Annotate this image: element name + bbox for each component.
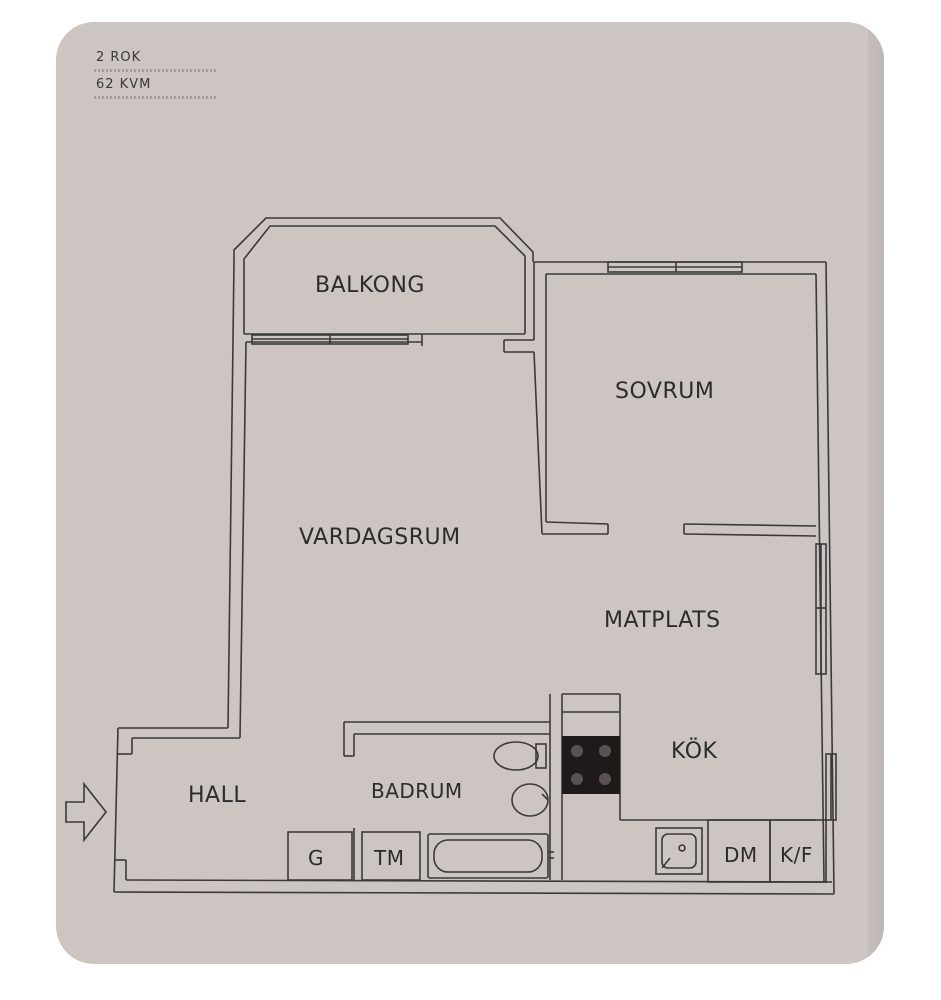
kitchen-appliances <box>655 819 827 883</box>
fixture-label-kf: K/F <box>780 843 813 867</box>
room-label-badrum: BADRUM <box>371 779 463 803</box>
room-label-hall: HALL <box>188 783 246 808</box>
room-label-matplats: MATPLATS <box>604 608 721 633</box>
fixture-label-dm: DM <box>724 843 758 867</box>
fixture-label-tm: TM <box>373 846 404 870</box>
bathroom-fixtures <box>427 741 554 879</box>
room-label-sovrum: SOVRUM <box>615 379 714 404</box>
balcony-outline <box>233 217 534 335</box>
underline-rule <box>94 96 218 99</box>
floor-plan-sheet: 2 ROK 62 KVM <box>56 22 884 964</box>
hall-closets <box>287 831 421 881</box>
room-label-balkong: BALKONG <box>315 273 425 298</box>
paper-edge <box>868 22 884 964</box>
entrance-arrow-icon <box>65 781 108 843</box>
area-label: 62 KVM <box>96 77 152 92</box>
floor-plan: BALKONG SOVRUM VARDAGSRUM MATPLATS KÖK H… <box>65 217 837 895</box>
room-label-kok: KÖK <box>671 738 718 764</box>
room-label-vardagsrum: VARDAGSRUM <box>299 525 461 550</box>
outer-walls <box>113 261 835 895</box>
underline-rule <box>94 69 218 72</box>
room-count-label: 2 ROK <box>96 50 142 65</box>
fixture-label-g: G <box>308 846 324 870</box>
stove-icon <box>562 736 620 794</box>
windows <box>251 261 837 821</box>
